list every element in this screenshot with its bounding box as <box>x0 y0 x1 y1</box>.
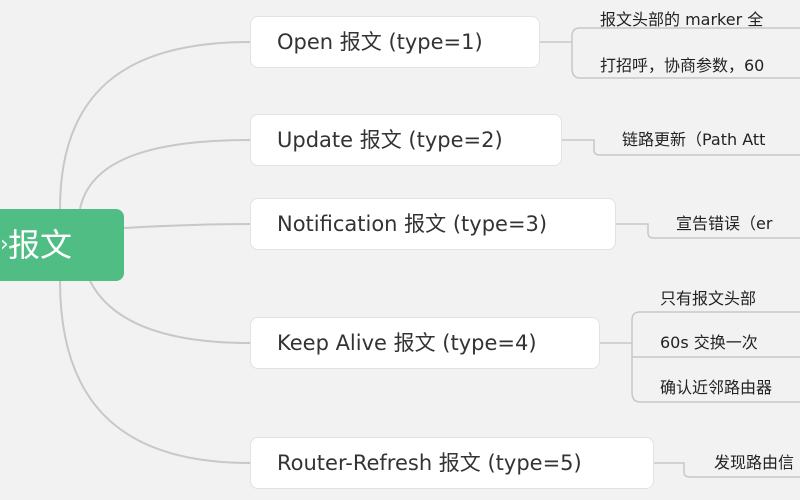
leaf-keepalive-2: 60s 交换一次 <box>660 333 758 352</box>
connector-root-refresh <box>59 280 251 464</box>
branch-open-label: Open 报文 (type=1) <box>277 30 483 54</box>
connector-root-keepalive <box>89 280 251 344</box>
leaf-open-1: 报文头部的 marker 全 <box>600 10 764 29</box>
connector-keepalive-bracket <box>600 311 800 403</box>
leaf-keepalive-1: 只有报文头部 <box>660 289 757 308</box>
branch-open[interactable]: Open 报文 (type=1) <box>250 16 540 68</box>
branch-update[interactable]: Update 报文 (type=2) <box>250 114 562 166</box>
branch-router-refresh-label: Router-Refresh 报文 (type=5) <box>277 451 582 475</box>
connector-notification-leaf <box>616 223 800 239</box>
branch-keepalive-label: Keep Alive 报文 (type=4) <box>277 331 537 355</box>
leaf-update-1: 链路更新（Path Att <box>622 130 766 149</box>
connector-root-update <box>79 139 251 210</box>
leaf-keepalive-3: 确认近邻路由器 <box>660 378 773 397</box>
root-node[interactable]: › 报文 <box>0 209 124 281</box>
chevron-right-icon: › <box>0 232 9 257</box>
root-label: 报文 <box>8 226 73 264</box>
connector-refresh-leaf <box>654 462 800 478</box>
connector-root-open <box>59 41 251 210</box>
branch-router-refresh[interactable]: Router-Refresh 报文 (type=5) <box>250 437 654 489</box>
connector-update-leaf <box>562 139 800 156</box>
connector-root-notification <box>123 223 251 229</box>
connector-open-bracket <box>540 27 800 79</box>
branch-keepalive[interactable]: Keep Alive 报文 (type=4) <box>250 317 600 369</box>
branch-update-label: Update 报文 (type=2) <box>277 128 503 152</box>
leaf-open-2: 打招呼，协商参数，60 <box>600 56 765 75</box>
leaf-notification-1: 宣告错误（er <box>676 214 773 233</box>
branch-notification-label: Notification 报文 (type=3) <box>277 212 548 236</box>
leaf-router-refresh-1: 发现路由信 <box>714 453 795 472</box>
branch-notification[interactable]: Notification 报文 (type=3) <box>250 198 616 250</box>
